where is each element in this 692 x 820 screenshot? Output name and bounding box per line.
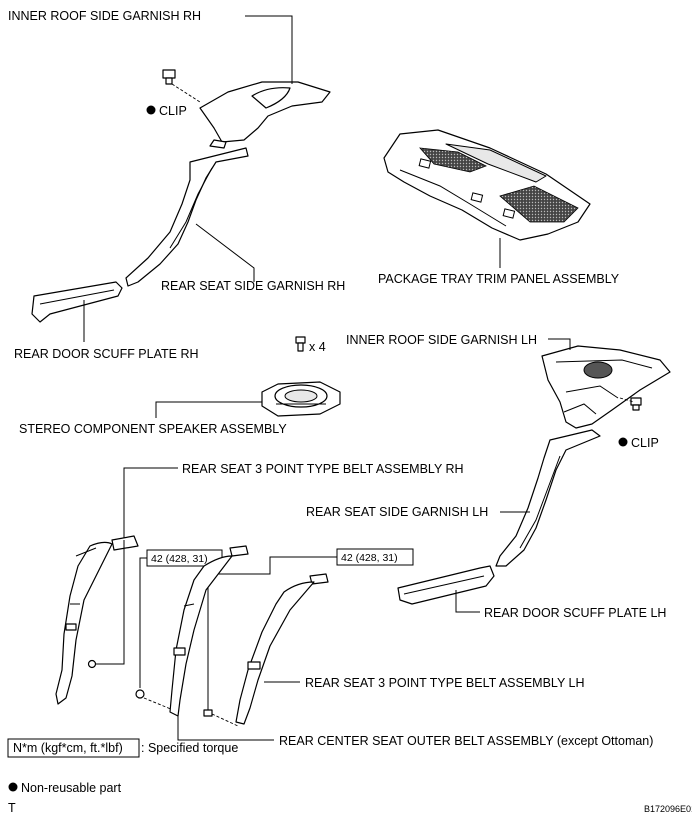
label-rear-seat-side-lh: REAR SEAT SIDE GARNISH LH [306, 505, 488, 519]
rear-center-belt-part [169, 545, 249, 717]
label-belt-rh: REAR SEAT 3 POINT TYPE BELT ASSEMBLY RH [182, 462, 464, 476]
label-inner-roof-rh: INNER ROOF SIDE GARNISH RH [8, 9, 201, 23]
bullet-icon [8, 782, 18, 792]
torque-value-1: 42 (428, 31) [151, 553, 208, 565]
rear-seat-side-garnish-lh-part [495, 429, 601, 567]
label-speaker: STEREO COMPONENT SPEAKER ASSEMBLY [19, 422, 287, 436]
clip-icon [162, 69, 176, 85]
label-scuff-rh: REAR DOOR SCUFF PLATE RH [14, 347, 199, 361]
label-belt-lh: REAR SEAT 3 POINT TYPE BELT ASSEMBLY LH [305, 676, 585, 690]
inner-roof-side-garnish-lh-part [541, 345, 671, 429]
bolt-icon [203, 709, 213, 717]
rear-seat-belt-lh-part [235, 573, 329, 725]
label-center-belt: REAR CENTER SEAT OUTER BELT ASSEMBLY (ex… [279, 734, 653, 748]
bullet-icon [618, 437, 628, 447]
rear-door-scuff-plate-rh-part [31, 281, 123, 323]
label-speaker-qty: x 4 [309, 340, 326, 354]
rear-seat-belt-rh-part [55, 535, 139, 705]
bolt-icon [295, 336, 306, 352]
legend-torque-text: : Specified torque [141, 741, 238, 755]
label-clip-lh: CLIP [631, 436, 659, 450]
rear-seat-side-garnish-rh-part [125, 147, 249, 287]
label-scuff-lh: REAR DOOR SCUFF PLATE LH [484, 606, 666, 620]
label-package-tray: PACKAGE TRAY TRIM PANEL ASSEMBLY [378, 272, 620, 286]
clip-icon [630, 397, 642, 411]
label-inner-roof-lh: INNER ROOF SIDE GARNISH LH [346, 333, 537, 347]
inner-roof-side-garnish-rh-part [199, 81, 331, 149]
legend-torque-box [7, 738, 140, 758]
rear-door-scuff-plate-lh-part [397, 565, 495, 605]
bolt-icon [135, 689, 145, 699]
package-tray-trim-panel-part [383, 129, 591, 241]
label-rear-seat-side-rh: REAR SEAT SIDE GARNISH RH [161, 279, 345, 293]
bullet-icon [146, 105, 156, 115]
legend-torque-box-text: N*m (kgf*cm, ft.*lbf) [13, 741, 123, 755]
stereo-speaker-part [261, 381, 341, 417]
torque-value-2: 42 (428, 31) [341, 552, 398, 564]
figure-code: B172096E01 [644, 804, 692, 814]
corner-mark: T [8, 801, 16, 815]
legend-non-reusable: Non-reusable part [21, 781, 122, 795]
label-clip-rh: CLIP [159, 104, 187, 118]
